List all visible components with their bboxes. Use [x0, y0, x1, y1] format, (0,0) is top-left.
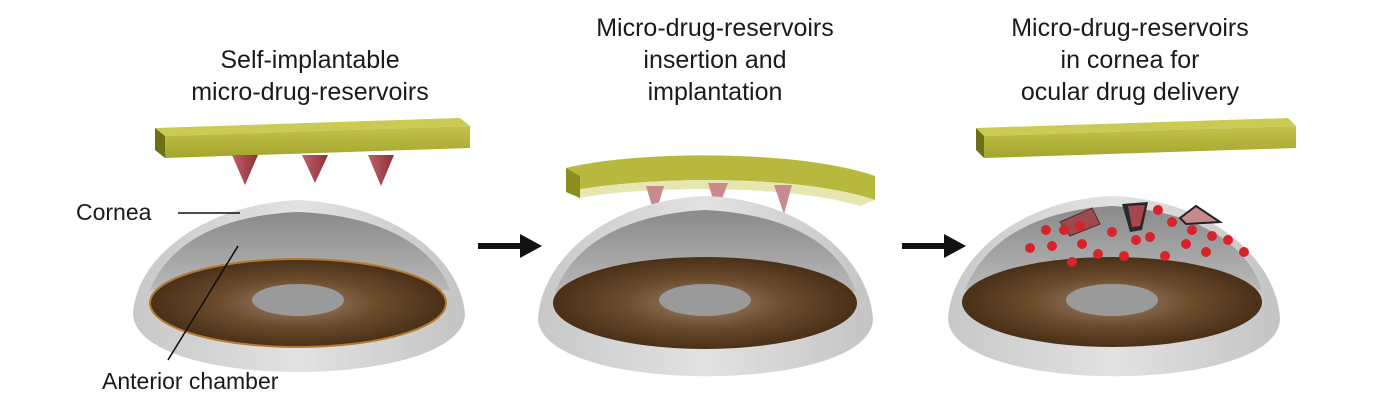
patch-1 — [155, 118, 470, 158]
cornea-label: Cornea — [76, 199, 152, 225]
panel-2-caption-line-3: implantation — [647, 78, 783, 106]
panel-2-illustration — [538, 155, 875, 377]
panel-3-caption: Micro-drug-reservoirs in cornea for ocul… — [970, 12, 1290, 108]
panel-2-caption-line-2: insertion and — [643, 46, 787, 74]
panel-1-caption-line-1: Self-implantable — [220, 46, 400, 74]
reservoirs-3 — [1059, 202, 1224, 237]
eye-1 — [133, 200, 465, 373]
patch-3 — [976, 118, 1296, 158]
panel-1-caption: Self-implantable micro-drug-reservoirs — [160, 44, 460, 108]
arrow-2 — [902, 234, 966, 258]
reservoirs-1 — [232, 155, 394, 186]
panel-3-illustration — [948, 118, 1296, 377]
panel-3-caption-line-2: in cornea for — [1060, 46, 1200, 74]
panel-2-caption-line-1: Micro-drug-reservoirs — [596, 14, 834, 42]
panel-2-caption: Micro-drug-reservoirs insertion and impl… — [560, 12, 870, 108]
eye-3 — [948, 196, 1280, 377]
eye-2 — [538, 196, 873, 377]
panel-1-caption-line-2: micro-drug-reservoirs — [191, 78, 429, 106]
panel-3-caption-line-3: ocular drug delivery — [1020, 78, 1240, 106]
anterior-chamber-label: Anterior chamber — [102, 368, 279, 394]
panel-3-caption-line-1: Micro-drug-reservoirs — [1011, 14, 1249, 42]
patch-2 — [566, 155, 875, 206]
panel-1-illustration — [133, 118, 470, 373]
drug-dots — [1025, 205, 1249, 267]
arrow-1 — [478, 234, 542, 258]
